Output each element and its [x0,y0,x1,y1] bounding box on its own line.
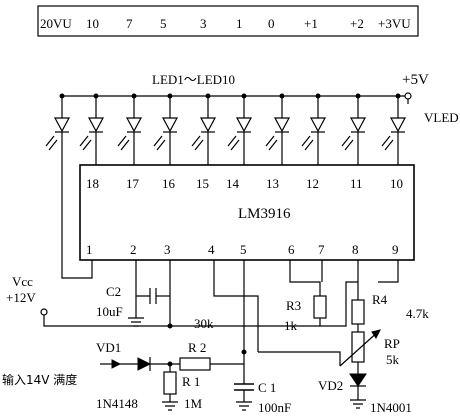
vcc-terminal [40,308,48,316]
vcc-value: +12V [6,290,36,305]
c1-name: C 1 [258,380,276,395]
vled-label: VLED [424,110,459,125]
pin-label-5: 5 [240,242,247,257]
r3-name: R3 [286,298,301,313]
pin6-wire [289,260,321,296]
pin-label-13: 13 [266,176,279,191]
c2-ground [128,296,144,327]
vd1-triangle [137,357,152,371]
led-9 [341,93,367,165]
pin-label-9: 9 [392,242,399,257]
pin-label-14: 14 [226,176,240,191]
pin-label-17: 17 [126,176,140,191]
vcc-rail-wire [43,315,320,327]
pin-label-12: 12 [306,176,319,191]
supply-voltage-label: +5V [402,72,429,88]
r-30k-label: 30k [194,316,214,331]
pin2-wire [135,260,150,297]
vled-terminal [404,92,412,100]
scale-mark-5: 1 [236,16,243,31]
pin-label-8: 8 [352,242,359,257]
vd2-ground [350,386,366,409]
r2-body [179,357,211,371]
led-group [45,93,407,165]
rp-wiper-arrow [339,329,381,367]
pin-label-10: 10 [390,176,403,191]
ic-name-label: LM3916 [238,206,291,222]
c2-value: 10uF [96,304,123,319]
scale-mark-3: 5 [160,16,167,31]
pin-label-6: 6 [288,242,295,257]
pin9-wire [378,260,399,283]
ic-bottom-pins: 1 2 3 4 5 6 7 8 9 [86,242,399,257]
scale-mark-4: 3 [200,16,207,31]
led1-to-pin1-wire [61,142,93,279]
pin-label-11: 11 [350,176,363,191]
led-2 [79,93,105,165]
vd2-part: 1N4001 [370,400,412,415]
r3-lower-wire [319,281,358,327]
pin-label-15: 15 [196,176,209,191]
scale-mark-6: 0 [268,16,275,31]
r4-value: 4.7k [406,306,429,321]
vcc-label: Vcc [12,274,33,289]
vd1-part: 1N4148 [96,396,138,411]
led-3 [117,93,143,165]
pin-label-16: 16 [162,176,176,191]
pin-label-2: 2 [130,242,137,257]
r1-name: R 1 [182,374,200,389]
scale-mark-1: 10 [86,16,99,31]
vd2-name: VD2 [318,378,343,393]
vu-scale: 20VU 10 7 5 3 1 0 +1 +2 +3VU [37,5,419,37]
pin-label-4: 4 [208,242,215,257]
led-1 [45,93,71,151]
pin4-wire [213,260,259,352]
led-8 [301,93,327,165]
vd1-name: VD1 [96,340,121,355]
c1-plates [234,383,254,391]
r2-name: R 2 [188,340,206,355]
c2-name: C2 [106,284,121,299]
rp-value: 5k [386,352,400,367]
led-6 [227,93,253,165]
c2-plates [149,288,157,304]
vd2-triangle [349,373,367,387]
c1-ground [236,390,252,411]
pin-label-18: 18 [86,176,99,191]
rp-arrowhead [371,329,381,339]
rp-body [351,331,365,363]
led-4 [153,93,179,165]
r4-body [351,299,365,325]
led-10 [381,93,407,165]
scale-mark-2: 7 [126,16,133,31]
led-array-label: LED1～LED10 [152,72,235,87]
r1-value: 1M [184,396,203,411]
input-arrowhead [111,359,122,369]
r3-value: 1k [284,318,298,333]
rp-name: RP [384,336,400,351]
vu-scale-box [37,5,419,37]
scale-mark-0: 20VU [40,16,72,31]
r1-ground [162,394,178,411]
r3-body [313,295,327,319]
pin-label-1: 1 [86,242,93,257]
led-7 [265,93,291,165]
pin3-junction [167,323,173,329]
scale-mark-7: +1 [304,16,318,31]
r1-body [163,371,177,395]
led-5 [191,93,217,165]
scale-mark-8: +2 [350,16,364,31]
pin-label-7: 7 [318,242,325,257]
r4-name: R4 [372,292,388,307]
c1-value: 100nF [258,400,291,415]
scale-mark-9: +3VU [378,16,411,31]
lm3916-ic-body [79,164,415,261]
ic-top-pins: 18 17 16 15 14 13 12 11 10 [86,176,403,191]
pin-label-3: 3 [164,242,171,257]
input-label: 输入14V 满度 [2,372,77,387]
node-to-rp-wire [258,351,341,366]
